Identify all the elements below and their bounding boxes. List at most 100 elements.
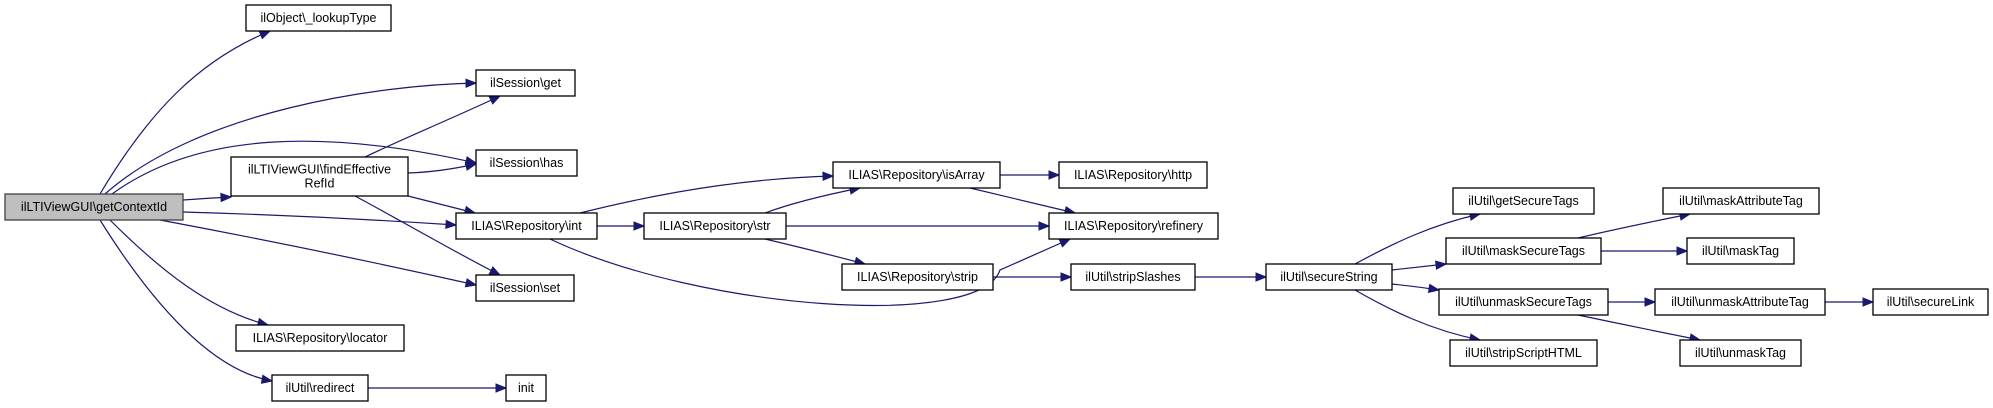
node-label: ILIAS\Repository\http bbox=[1074, 168, 1192, 182]
node-label: ilUtil\stripScriptHTML bbox=[1465, 346, 1582, 360]
node-label: ilUtil\unmaskTag bbox=[1695, 346, 1786, 360]
edge-mask-secure-tags-to-mask-attribute-tag bbox=[1577, 211, 1692, 239]
node-strip-slashes[interactable]: ilUtil\stripSlashes bbox=[1070, 263, 1196, 291]
node-label: ILIAS\Repository\int bbox=[471, 219, 582, 233]
edge-get-context-id-to-util-redirect bbox=[99, 219, 274, 384]
node-repo-locator[interactable]: ILIAS\Repository\locator bbox=[235, 324, 405, 352]
node-box bbox=[475, 149, 578, 177]
node-label: ilSession\get bbox=[490, 76, 561, 90]
node-label: ilUtil\unmaskAttributeTag bbox=[1671, 295, 1809, 309]
arrowhead-icon bbox=[488, 95, 502, 105]
arrowhead-icon bbox=[260, 374, 274, 384]
edge-find-effective-ref-id-to-session-get bbox=[364, 95, 502, 158]
node-unmask-secure-tags[interactable]: ilUtil\unmaskSecureTags bbox=[1438, 288, 1609, 316]
node-session-get[interactable]: ilSession\get bbox=[475, 69, 576, 97]
node-label: ILIAS\Repository\locator bbox=[253, 331, 388, 345]
node-box bbox=[475, 69, 576, 97]
node-box bbox=[1445, 237, 1602, 265]
node-label: ILIAS\Repository\refinery bbox=[1064, 219, 1204, 233]
edge-line bbox=[111, 140, 477, 195]
edge-mask-secure-tags-to-mask-tag bbox=[1601, 246, 1689, 256]
edge-unmask-secure-tags-to-unmask-attribute-tag bbox=[1608, 297, 1657, 307]
node-repo-str[interactable]: ILIAS\Repository\str bbox=[643, 212, 787, 240]
node-label: ilUtil\unmaskSecureTags bbox=[1455, 295, 1592, 309]
node-session-has[interactable]: ilSession\has bbox=[475, 149, 578, 177]
arrowhead-icon bbox=[445, 219, 458, 230]
edge-line bbox=[99, 219, 273, 382]
edge-line bbox=[1577, 314, 1701, 341]
node-mask-tag[interactable]: ilUtil\maskTag bbox=[1686, 237, 1795, 265]
node-label: ilUtil\maskSecureTags bbox=[1462, 244, 1585, 258]
node-box bbox=[1872, 288, 1989, 316]
arrowhead-icon bbox=[822, 171, 835, 182]
edge-line bbox=[354, 195, 501, 276]
node-repo-strip[interactable]: ILIAS\Repository\strip bbox=[841, 263, 994, 291]
node-box bbox=[1449, 339, 1598, 367]
edge-repo-is-array-to-repo-refinery bbox=[969, 187, 1077, 216]
node-lookup-type[interactable]: ilObject\_lookupType bbox=[245, 4, 392, 32]
edge-find-effective-ref-id-to-session-has bbox=[407, 161, 478, 174]
edge-unmask-secure-tags-to-unmask-tag bbox=[1577, 314, 1702, 343]
edge-line bbox=[969, 187, 1076, 214]
edge-line bbox=[764, 187, 861, 214]
node-mask-attribute-tag[interactable]: ilUtil\maskAttributeTag bbox=[1662, 187, 1820, 215]
edge-secure-string-to-unmask-secure-tags bbox=[1391, 283, 1441, 294]
node-unmask-tag[interactable]: ilUtil\unmaskTag bbox=[1679, 339, 1802, 367]
arrowhead-icon bbox=[1435, 260, 1448, 270]
edge-line bbox=[364, 95, 501, 158]
arrowhead-icon bbox=[464, 278, 478, 288]
node-label: ilSession\has bbox=[490, 156, 564, 170]
nodes-layer: ilLTIViewGUI\getContextId ilObject\_looku… bbox=[4, 4, 1989, 402]
node-box bbox=[1265, 263, 1393, 291]
arrowhead-icon bbox=[1427, 283, 1441, 294]
node-label: ilUtil\maskTag bbox=[1702, 244, 1779, 258]
node-label: ilUtil\stripSlashes bbox=[1085, 270, 1180, 284]
edge-repo-str-to-repo-strip bbox=[764, 238, 867, 266]
node-secure-link[interactable]: ilUtil\secureLink bbox=[1872, 288, 1989, 316]
node-init[interactable]: init bbox=[505, 374, 547, 402]
edge-get-context-id-to-session-get bbox=[104, 78, 478, 195]
node-box bbox=[1679, 339, 1802, 367]
node-label: RefId bbox=[305, 177, 335, 191]
node-get-context-id[interactable]: ilLTIViewGUI\getContextId bbox=[4, 193, 184, 221]
node-repo-is-array[interactable]: ILIAS\Repository\isArray bbox=[832, 161, 1001, 189]
node-box bbox=[1452, 187, 1595, 215]
node-box bbox=[235, 324, 405, 352]
node-label: ilUtil\maskAttributeTag bbox=[1679, 194, 1803, 208]
edge-get-context-id-to-session-set bbox=[159, 219, 478, 288]
node-mask-secure-tags[interactable]: ilUtil\maskSecureTags bbox=[1445, 237, 1602, 265]
edge-repo-is-array-to-repo-http bbox=[1000, 170, 1061, 180]
node-repo-int[interactable]: ILIAS\Repository\int bbox=[455, 212, 598, 240]
node-secure-string[interactable]: ilUtil\secureString bbox=[1265, 263, 1393, 291]
arrowhead-icon bbox=[1058, 238, 1072, 248]
node-box bbox=[1662, 187, 1820, 215]
arrowhead-icon bbox=[1060, 272, 1073, 282]
arrowhead-icon bbox=[495, 383, 508, 393]
node-box bbox=[1438, 288, 1609, 316]
edge-line bbox=[99, 30, 271, 195]
edge-repo-strip-to-strip-slashes bbox=[993, 272, 1073, 282]
node-session-set[interactable]: ilSession\set bbox=[475, 274, 575, 302]
node-util-redirect[interactable]: ilUtil\redirect bbox=[271, 374, 369, 402]
node-box bbox=[505, 374, 547, 402]
node-unmask-attribute-tag[interactable]: ilUtil\unmaskAttributeTag bbox=[1654, 288, 1826, 316]
edge-line bbox=[109, 219, 269, 326]
edge-line bbox=[579, 175, 834, 214]
node-repo-refinery[interactable]: ILIAS\Repository\refinery bbox=[1048, 212, 1219, 240]
node-box bbox=[1048, 212, 1219, 240]
edge-line bbox=[159, 219, 477, 286]
node-label: ILIAS\Repository\str bbox=[659, 219, 770, 233]
arrowhead-icon bbox=[220, 192, 233, 203]
arrowhead-icon bbox=[1255, 272, 1268, 282]
node-box bbox=[230, 156, 409, 197]
edge-line bbox=[1354, 213, 1481, 265]
node-label: ilSession\set bbox=[490, 281, 561, 295]
edge-line bbox=[104, 82, 477, 195]
node-get-secure-tags[interactable]: ilUtil\getSecureTags bbox=[1452, 187, 1595, 215]
node-strip-script-html[interactable]: ilUtil\stripScriptHTML bbox=[1449, 339, 1598, 367]
node-repo-http[interactable]: ILIAS\Repository\http bbox=[1058, 161, 1208, 189]
edge-repo-int-to-repo-str bbox=[597, 221, 646, 231]
edge-get-context-id-to-repo-int bbox=[182, 211, 458, 230]
node-box bbox=[1070, 263, 1196, 291]
